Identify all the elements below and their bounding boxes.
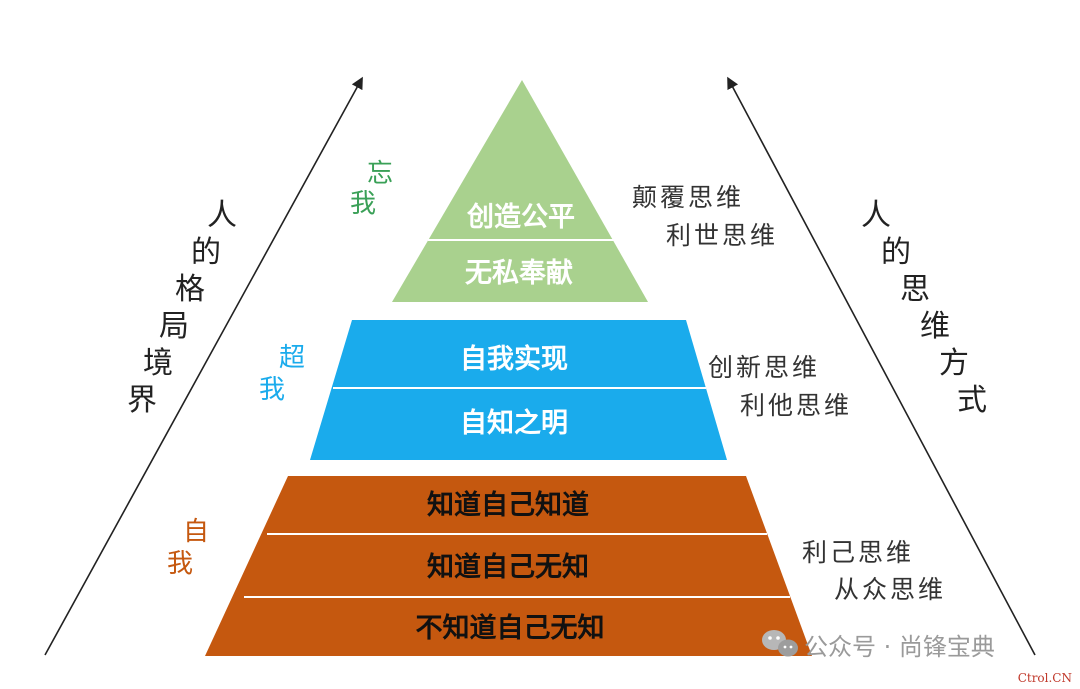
label-bottom-2: 我 — [167, 549, 193, 579]
right-axis-char-5: 方 — [939, 346, 969, 381]
left-axis-char-3: 格 — [175, 272, 205, 307]
watermark-text: 公众号 · 尚锋宝典 — [804, 633, 995, 661]
label-top-2: 我 — [350, 189, 376, 219]
band-creating-fairness: 创造公平 — [466, 202, 575, 233]
band-self-awareness: 自知之明 — [460, 407, 568, 439]
left-axis-char-5: 境 — [143, 346, 173, 381]
tier-top-shape — [392, 80, 648, 302]
left-axis-label: 人 的 格 局 境 界 — [127, 198, 237, 418]
label-bottom-1: 自 — [183, 517, 209, 547]
label-top-1: 忘 — [367, 159, 393, 189]
band-know-that-i-dont-know: 知道自己无知 — [427, 551, 589, 583]
left-axis-char-6: 界 — [127, 383, 157, 418]
thinking-bottom-2: 从众思维 — [834, 575, 946, 604]
label-middle-2: 我 — [259, 375, 285, 405]
band-know-that-i-know: 知道自己知道 — [427, 489, 589, 521]
label-middle-1: 超 — [279, 343, 305, 373]
thinking-top-1: 颠覆思维 — [632, 183, 744, 212]
tier-middle-shape — [310, 320, 727, 460]
thinking-middle-2: 利他思维 — [740, 391, 852, 420]
band-dont-know-that-i-dont-know: 不知道自己无知 — [416, 612, 605, 644]
left-axis-char-1: 人 — [207, 198, 237, 233]
right-axis-char-4: 维 — [920, 309, 950, 344]
thinking-middle-1: 创新思维 — [708, 353, 820, 382]
right-axis-char-1: 人 — [861, 198, 891, 233]
left-axis-char-2: 的 — [191, 235, 221, 270]
band-selfless-dedication: 无私奉献 — [465, 258, 573, 289]
right-axis-char-6: 式 — [957, 383, 987, 418]
thinking-top-2: 利世思维 — [666, 221, 778, 250]
left-axis-char-4: 局 — [159, 309, 189, 344]
right-axis-char-2: 的 — [881, 235, 911, 270]
right-axis-char-3: 思 — [900, 272, 930, 307]
right-axis-label: 人 的 思 维 方 式 — [861, 198, 987, 418]
right-arrow — [727, 76, 1036, 656]
thinking-bottom-1: 利己思维 — [802, 538, 914, 567]
band-self-actualization: 自我实现 — [460, 343, 568, 375]
tier-bottom-shape — [205, 476, 812, 656]
site-watermark: Ctrol.CN — [1017, 671, 1072, 685]
left-arrow — [44, 76, 363, 656]
wechat-icon — [762, 630, 798, 657]
